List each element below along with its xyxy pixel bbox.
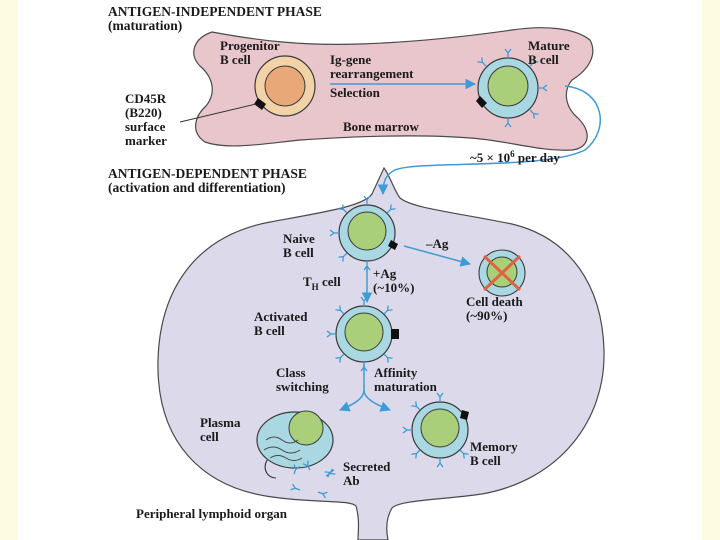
memory-label-2: B cell <box>470 453 501 468</box>
minus-ag-label: –Ag <box>425 236 449 251</box>
independent-phase-title: ANTIGEN-INDEPENDENT PHASE <box>108 4 322 19</box>
affinity-label-1: Affinity <box>374 365 418 380</box>
cell-death-label-2: (~90%) <box>466 308 507 323</box>
activated-label-2: B cell <box>254 323 285 338</box>
naive-label-2: B cell <box>283 245 314 260</box>
naive-label-1: Naive <box>283 231 315 246</box>
lymphoid-organ-label: Peripheral lymphoid organ <box>136 506 288 521</box>
memory-label-1: Memory <box>470 439 518 454</box>
plus-ag-label-1: +Ag <box>373 266 397 281</box>
class-switch-label-1: Class <box>276 365 306 380</box>
cd45r-pointer-line <box>179 103 257 123</box>
dependent-phase-title: ANTIGEN-DEPENDENT PHASE <box>108 166 307 181</box>
mature-label-2: B cell <box>528 52 559 67</box>
left-margin-strip <box>0 0 18 540</box>
rate-label: ~5 × 106 per day <box>470 149 560 165</box>
independent-phase-subtitle: (maturation) <box>108 18 182 33</box>
mature-b-cell <box>476 48 548 128</box>
cell-death-label-1: Cell death <box>466 294 523 309</box>
plasma-label-2: cell <box>200 429 219 444</box>
activated-b-cell <box>326 296 399 372</box>
iggene-label-2: rearrangement <box>330 66 414 81</box>
plasma-cell <box>256 410 334 469</box>
cd45r-label-3: surface <box>125 119 166 134</box>
secretion-arrow <box>264 459 277 479</box>
activated-label-1: Activated <box>254 309 308 324</box>
secreted-label-1: Secreted <box>343 459 391 474</box>
th-cell-label: TH cell <box>303 274 341 292</box>
dead-cell <box>478 249 526 297</box>
naive-b-cell <box>329 195 398 271</box>
right-margin-strip <box>702 0 720 540</box>
migration-arrow <box>377 85 601 196</box>
secreted-label-2: Ab <box>343 473 360 488</box>
selection-label: Selection <box>330 85 381 100</box>
cd45r-label-4: marker <box>125 133 167 148</box>
affinity-arrow <box>363 389 391 412</box>
class-switch-label-2: switching <box>276 379 329 394</box>
affinity-label-2: maturation <box>374 379 438 394</box>
no-antigen-arrow <box>403 245 472 267</box>
iggene-label-1: Ig-gene <box>330 52 371 67</box>
progenitor-label-1: Progenitor <box>220 38 280 53</box>
cd45r-label-1: CD45R <box>125 91 167 106</box>
dependent-phase-subtitle: (activation and differentiation) <box>108 180 286 195</box>
progenitor-label-2: B cell <box>220 52 251 67</box>
mature-label-1: Mature <box>528 38 570 53</box>
memory-b-cell <box>402 392 470 468</box>
cd45r-label-2: (B220) <box>125 105 162 120</box>
plasma-label-1: Plasma <box>200 415 241 430</box>
progenitor-b-cell <box>254 55 316 117</box>
bone-marrow-label: Bone marrow <box>343 119 420 134</box>
plus-ag-label-2: (~10%) <box>373 280 414 295</box>
